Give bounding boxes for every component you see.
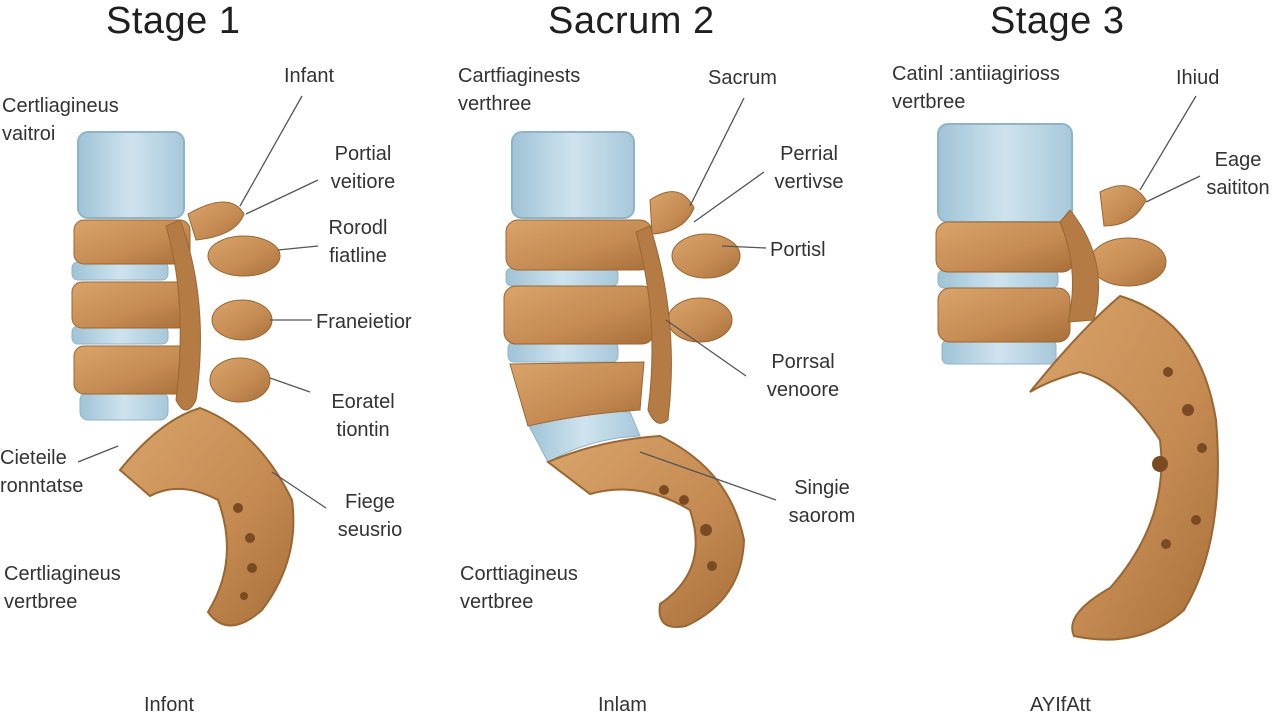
label-perrial: Perrial vertivse — [774, 143, 844, 193]
stage-3-footer: AYIfAtt — [1030, 694, 1091, 716]
sacral-foramen — [700, 524, 712, 536]
leader-line — [277, 245, 319, 251]
sacral-foramen — [707, 561, 717, 571]
disc — [507, 341, 619, 363]
label-cieteile: Cieteile ronntatse — [0, 447, 84, 497]
leader-line — [1139, 95, 1197, 191]
vertebral-body — [73, 345, 191, 395]
label-cartilaginous-top: Certliagineus vaitroi — [2, 95, 119, 145]
stage-2-leaders — [639, 97, 777, 501]
disc — [71, 325, 169, 345]
cartilage-block — [511, 131, 635, 219]
disc — [79, 391, 169, 421]
leader-line — [245, 179, 319, 215]
sacral-foramen — [245, 533, 255, 543]
vertebral-body — [935, 221, 1075, 273]
vertebral-body — [937, 287, 1071, 343]
posterior-column — [1059, 209, 1099, 323]
label-ihiud: Ihiud — [1176, 67, 1220, 89]
label-single: Singie saorom — [788, 477, 856, 527]
transverse-process — [211, 299, 273, 341]
sacral-foramen — [1152, 456, 1168, 472]
sacral-foramen — [240, 592, 248, 600]
leader-line — [239, 95, 303, 207]
vertebral-body — [505, 219, 653, 271]
sacral-foramen — [659, 485, 669, 495]
sacral-foramen — [1197, 443, 1207, 453]
spinous-process — [187, 201, 245, 241]
vertebral-body — [509, 361, 645, 427]
vertebral-body — [503, 285, 655, 345]
spinous-process — [649, 191, 695, 235]
stage-2-spine — [503, 131, 746, 628]
stage-1-spine — [71, 131, 295, 627]
leader-line — [269, 377, 311, 393]
leader-line — [665, 319, 747, 377]
sacral-foramen — [1163, 367, 1173, 377]
disc — [71, 261, 169, 281]
sacrum — [118, 406, 295, 627]
stage-1-footer: Infont — [144, 694, 195, 716]
sacral-foramen — [1182, 404, 1194, 416]
transverse-process — [209, 357, 271, 403]
sacral-foramen — [247, 563, 257, 573]
leader-line — [77, 445, 119, 463]
transverse-process — [207, 235, 281, 277]
leader-line — [639, 451, 777, 501]
label-cartilaginous-top: Cartfiaginests verthree — [458, 65, 581, 115]
disc — [941, 339, 1057, 365]
label-cartilaginous-top: Catinl :antiiagirioss vertbree — [892, 63, 1060, 113]
stage-1-leaders — [77, 95, 327, 509]
label-eoratel: Eoratel tiontin — [331, 391, 395, 441]
label-cartilaginous-bottom: Corttiagineus vertbree — [460, 563, 578, 613]
leader-line — [1145, 175, 1201, 203]
label-portial: Portial veitiore — [330, 143, 396, 193]
label-eage: Eage saititon — [1206, 149, 1270, 199]
label-fiege: Fiege seusrio — [337, 491, 403, 541]
sacral-foramen — [233, 503, 243, 513]
label-portisl: Portisl — [770, 239, 826, 261]
stage-3-title: Stage 3 — [990, 0, 1125, 42]
vertebral-body — [71, 281, 189, 329]
cartilage-block — [77, 131, 185, 219]
leader-line — [271, 471, 327, 509]
sacral-foramen — [1161, 539, 1171, 549]
sacrum — [1029, 294, 1219, 641]
spinous-process — [1099, 185, 1147, 227]
label-infant: Infant — [284, 65, 335, 87]
stage-3-spine — [935, 123, 1219, 641]
vertebral-body — [73, 219, 191, 265]
disc — [505, 267, 619, 287]
label-franeietior: Franeietior — [316, 311, 412, 333]
stage-2-title: Sacrum 2 — [548, 0, 715, 42]
label-cartilaginous-bottom: Certliagineus vertbree — [4, 563, 121, 613]
stage-1-title: Stage 1 — [106, 0, 241, 42]
leader-line — [689, 97, 745, 207]
label-porrsal: Porrsal venoore — [766, 351, 840, 401]
label-sacrum: Sacrum — [708, 67, 777, 89]
posterior-column — [165, 219, 201, 411]
disc — [937, 269, 1059, 289]
cartilage-block — [937, 123, 1073, 223]
transverse-process — [667, 297, 733, 343]
leader-line — [721, 245, 767, 249]
stage-2-footer: Inlam — [598, 694, 647, 716]
stage-3-leaders — [1139, 95, 1201, 203]
leader-line — [693, 171, 765, 223]
transverse-process — [671, 233, 741, 279]
sacral-foramen — [1191, 515, 1201, 525]
transverse-process — [1089, 237, 1167, 287]
posterior-column — [635, 225, 672, 424]
sacrum — [546, 434, 746, 628]
sacral-foramen — [679, 495, 689, 505]
label-rorodl: Rorodl fiatline — [328, 217, 388, 267]
